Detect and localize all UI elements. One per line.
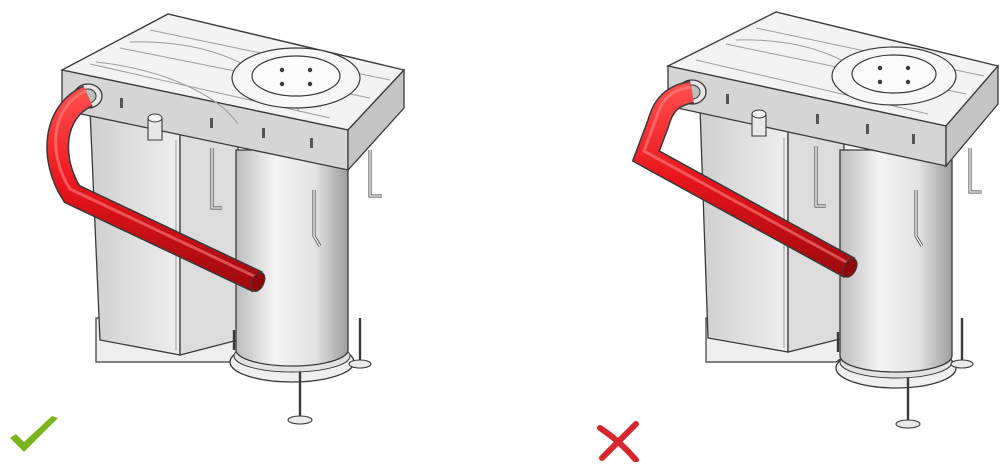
crank-handles <box>210 148 382 247</box>
elbow-fitting <box>147 113 163 141</box>
adjustable-feet <box>836 318 974 429</box>
elbow-fitting <box>751 109 767 137</box>
filter-unit-illustration <box>631 11 1000 429</box>
incorrect-installation-panel <box>500 0 1000 465</box>
rear-housing <box>89 109 239 356</box>
top-housing <box>59 13 406 172</box>
check-mark-icon <box>10 416 58 452</box>
main-cylinder <box>839 149 953 373</box>
crank-handles <box>814 146 982 247</box>
correct-installation-panel <box>10 13 406 452</box>
main-cylinder <box>235 149 349 367</box>
filter-unit-illustration <box>46 13 406 425</box>
adjustable-feet <box>232 318 372 425</box>
cross-mark-icon <box>597 421 639 462</box>
top-housing <box>665 11 1000 168</box>
inlet-pipe-sharp-bend <box>631 80 858 279</box>
inlet-pipe-smooth-bend <box>46 85 266 293</box>
